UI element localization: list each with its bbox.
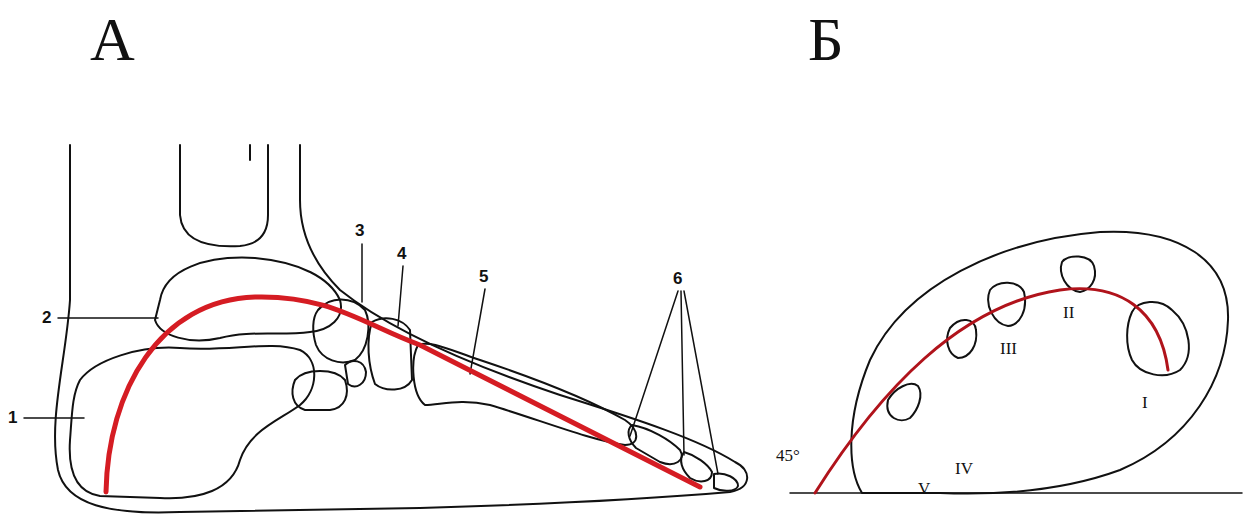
panel-letter: Б	[808, 8, 844, 70]
leader-line	[684, 291, 718, 474]
bone-number: II	[1063, 304, 1074, 321]
leader-line	[681, 291, 684, 455]
foot-outline	[55, 145, 747, 513]
longitudinal-arch-line	[106, 297, 700, 492]
bone-number: III	[1000, 340, 1017, 357]
callout-number: 5	[479, 268, 488, 285]
cuboid	[292, 371, 346, 410]
phalanx	[629, 425, 682, 464]
foot-cross-section	[851, 232, 1228, 494]
metatarsal-section	[1061, 256, 1095, 292]
leader-line	[24, 417, 84, 419]
leader-line	[470, 289, 485, 374]
panel-letter: А	[90, 8, 135, 70]
bone-number: IV	[955, 460, 973, 477]
callout-number: 2	[42, 309, 51, 326]
callout-number: 6	[673, 270, 682, 287]
angle-label: 45°	[776, 447, 800, 464]
metatarsal-section	[1127, 302, 1189, 375]
leader-line	[630, 291, 678, 436]
bone-number: I	[1142, 394, 1148, 411]
transverse-arch-line	[815, 289, 1168, 493]
bone-number: V	[918, 480, 930, 497]
leader-line	[398, 266, 403, 326]
callout-number: 1	[8, 409, 17, 426]
leader-line	[58, 317, 158, 319]
ground-line	[790, 492, 1242, 494]
cuneiform	[368, 318, 412, 389]
callout-number: 3	[355, 222, 364, 239]
phalanx	[714, 474, 738, 491]
tibia	[180, 145, 268, 246]
metatarsal-section	[947, 320, 976, 358]
small-bone	[345, 361, 366, 386]
leader-line	[361, 244, 363, 302]
fibula-line	[249, 145, 251, 160]
callout-number: 4	[397, 245, 406, 262]
